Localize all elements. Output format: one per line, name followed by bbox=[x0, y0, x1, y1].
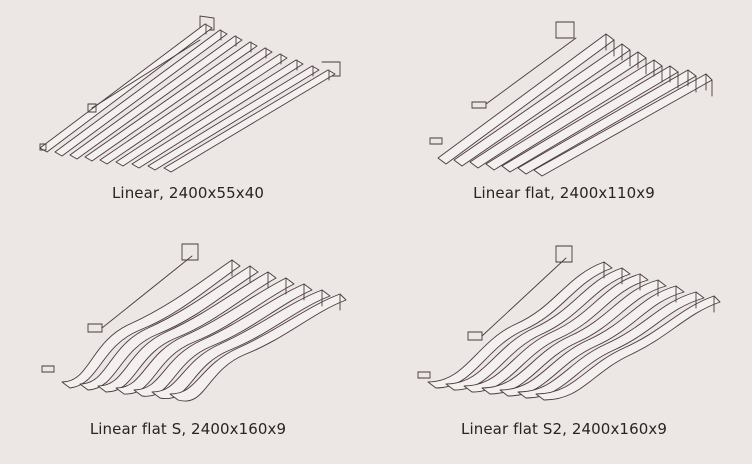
product-linear-flat-s2: Linear flat S2, 2400x160x9 bbox=[376, 232, 752, 464]
product-linear-flat-s: Linear flat S, 2400x160x9 bbox=[0, 232, 376, 464]
linear-flat-s2-illustration bbox=[417, 245, 721, 401]
product-linear: Linear, 2400x55x40 bbox=[0, 0, 376, 232]
caption-linear-flat-s: Linear flat S, 2400x160x9 bbox=[89, 420, 287, 438]
caption-linear-flat-s2: Linear flat S2, 2400x160x9 bbox=[461, 420, 667, 438]
linear-illustration bbox=[39, 15, 341, 173]
linear-flat-illustration bbox=[429, 21, 713, 177]
product-linear-flat: Linear flat, 2400x110x9 bbox=[376, 0, 752, 232]
caption-linear: Linear, 2400x55x40 bbox=[111, 184, 265, 202]
caption-linear-flat: Linear flat, 2400x110x9 bbox=[473, 184, 655, 202]
linear-flat-s-illustration bbox=[41, 243, 347, 402]
